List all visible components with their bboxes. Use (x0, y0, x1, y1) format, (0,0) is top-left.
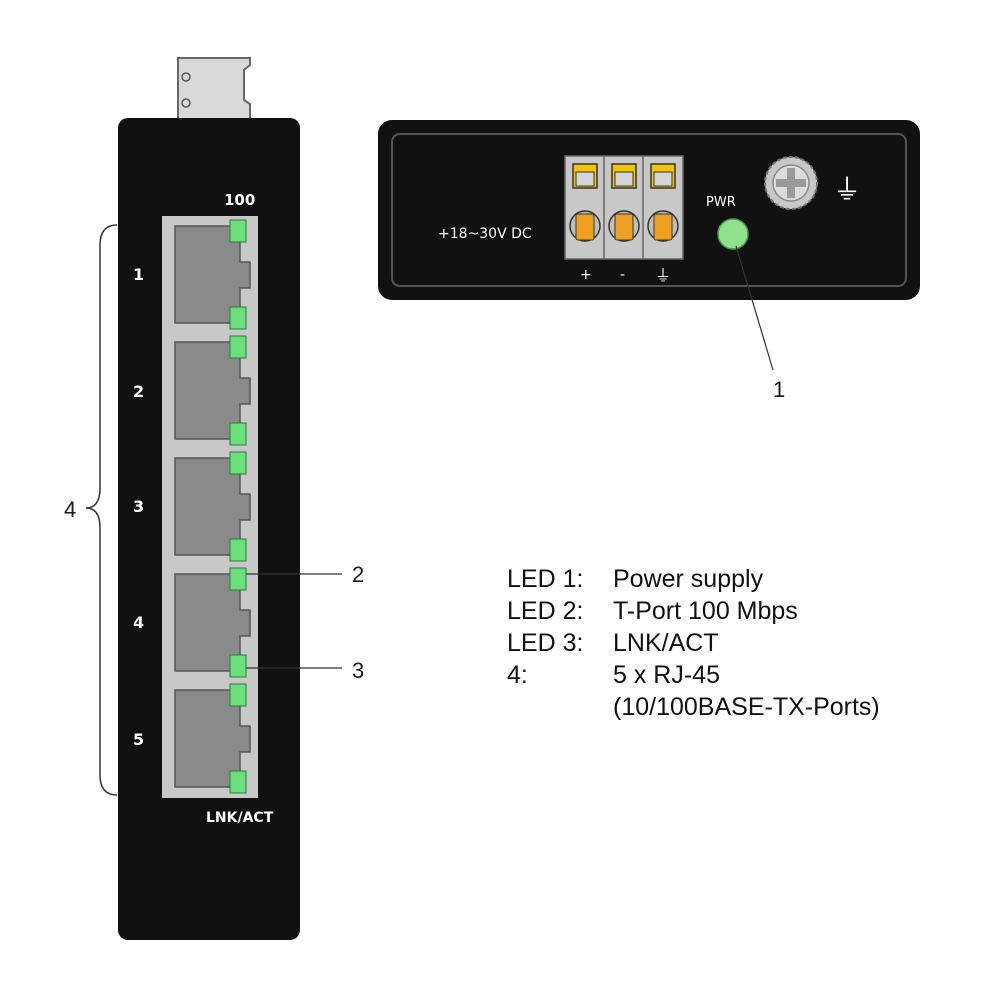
callout-1-line (735, 245, 774, 371)
terminal-plus-label: + (580, 267, 592, 283)
port-number-3: 3 (133, 497, 144, 516)
legend-value: T-Port 100 Mbps (613, 597, 798, 625)
callout-4: 4 (64, 497, 76, 522)
terminal-minus-label: - (620, 267, 625, 283)
speed-led (229, 335, 247, 359)
callout-3: 3 (352, 658, 364, 683)
legend-key: LED 1: (507, 565, 584, 593)
terminal-ground-label: ⏚ (655, 266, 671, 285)
din-rail-clip (177, 57, 251, 121)
legend-key: LED 3: (507, 629, 584, 657)
speed-led (229, 683, 247, 707)
callout-1: 1 (773, 377, 785, 402)
legend-value: (10/100BASE-TX-Ports) (613, 693, 880, 721)
rj45-port-5[interactable] (174, 683, 251, 794)
port-number-5: 5 (133, 730, 144, 749)
link-act-label: LNK/ACT (206, 810, 274, 826)
terminal-block[interactable] (564, 155, 684, 260)
rj45-port-2[interactable] (174, 335, 251, 446)
port-number-4: 4 (133, 613, 144, 632)
rj45-port-1[interactable] (174, 219, 251, 330)
legend-value: Power supply (613, 565, 764, 593)
legend-key: LED 2: (507, 597, 584, 625)
link-act-led (229, 654, 247, 678)
link-act-led (229, 422, 247, 446)
speed-led (229, 451, 247, 475)
legend-value: 5 x RJ-45 (613, 661, 720, 689)
legend-value: LNK/ACT (613, 629, 719, 657)
ports-brace (85, 224, 118, 796)
port-number-1: 1 (133, 265, 144, 284)
link-act-led (229, 538, 247, 562)
link-act-led (229, 770, 247, 794)
ground-symbol-icon: ⏚ (833, 173, 861, 206)
speed-led (229, 567, 247, 591)
rj45-port-3[interactable] (174, 451, 251, 562)
callout-2: 2 (352, 562, 364, 587)
pwr-led (717, 218, 749, 250)
legend-key: 4: (507, 661, 528, 689)
voltage-label: +18~30V DC (438, 226, 532, 242)
port-number-2: 2 (133, 382, 144, 401)
rj45-port-4[interactable] (174, 567, 251, 678)
pwr-label: PWR (706, 195, 736, 210)
ground-screw-icon (764, 156, 818, 210)
speed-label: 100 (224, 191, 255, 209)
speed-led (229, 219, 247, 243)
link-act-led (229, 306, 247, 330)
